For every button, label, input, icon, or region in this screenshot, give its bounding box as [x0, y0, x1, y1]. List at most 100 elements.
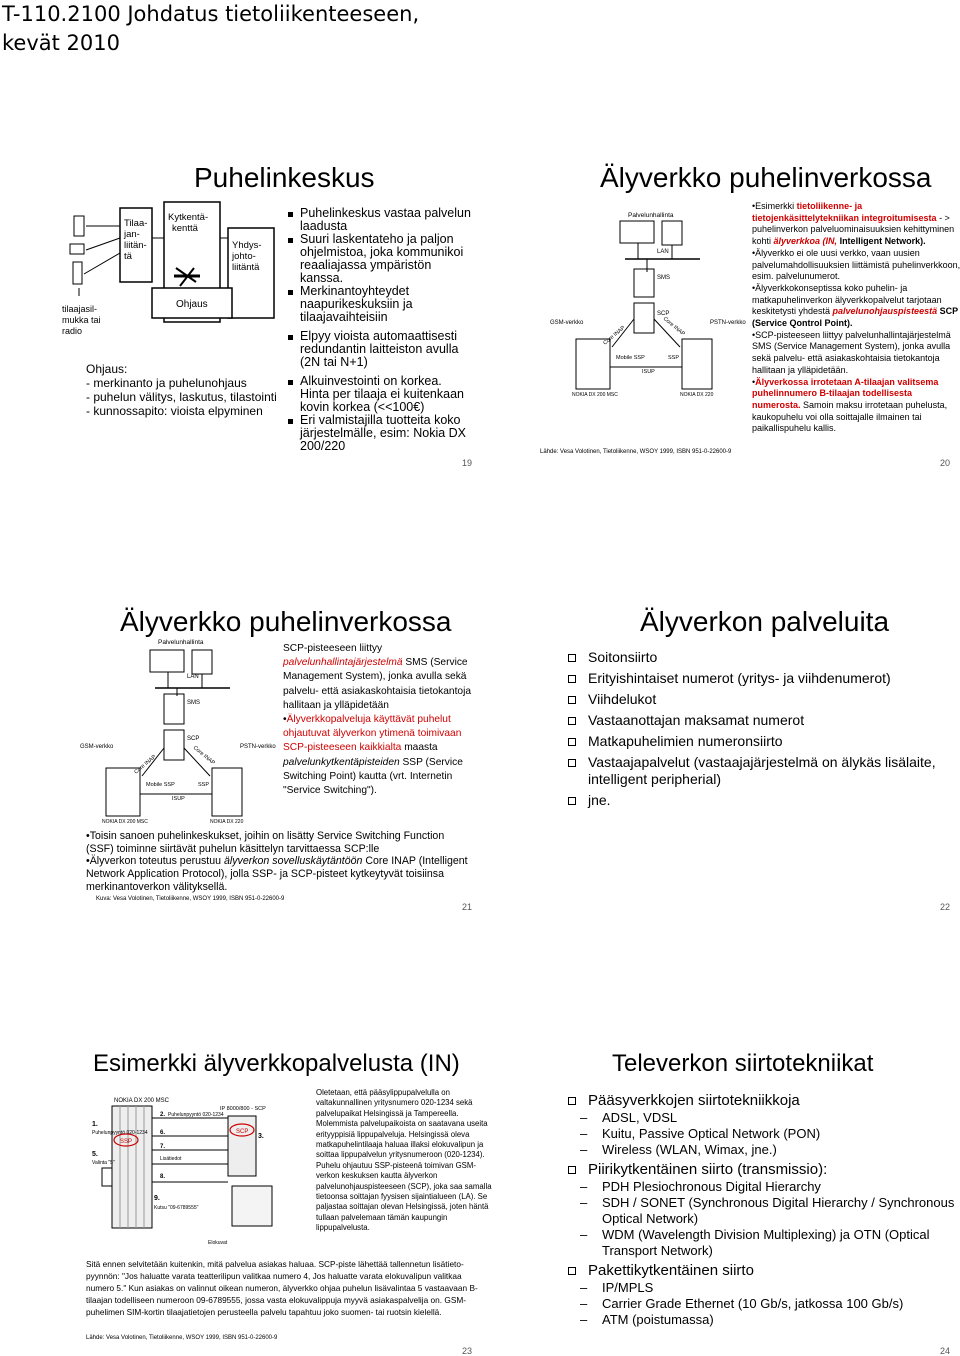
svg-text:SMS: SMS: [657, 275, 670, 281]
page-number: 22: [940, 902, 951, 912]
svg-text:Puhelunpyyntö 020-1234: Puhelunpyyntö 020-1234: [168, 1112, 224, 1118]
control-description: Ohjaus: - merkinanto ja puhelunohjaus - …: [86, 362, 277, 418]
slide-20-text: Esimerkki tietoliikenne- ja tietojenkäsi…: [752, 201, 960, 435]
list-item: Vastaanottajan maksamat numerot: [566, 712, 958, 729]
paragraph: Älyverkkokonseptissa koko puhelin- ja ma…: [752, 283, 960, 330]
svg-text:Core INAP: Core INAP: [662, 316, 686, 338]
svg-text:kenttä: kenttä: [172, 223, 199, 234]
list-item: Piirikytkentäinen siirto (transmissio):: [566, 1161, 956, 1179]
svg-text:mukka tai: mukka tai: [62, 315, 101, 325]
svg-text:Kutsu "09-6789555": Kutsu "09-6789555": [154, 1205, 199, 1211]
svg-text:Palvelunhallinta: Palvelunhallinta: [628, 212, 674, 219]
svg-text:tä: tä: [124, 251, 133, 262]
slide-21-bottom-text: Toisin sanoen puhelinkeskukset, joihin o…: [86, 830, 472, 904]
list-item: jne.: [566, 792, 958, 809]
list-item: Puhelinkeskus vastaa palvelun laadusta: [286, 207, 472, 233]
svg-text:ISUP: ISUP: [172, 796, 185, 802]
list-item: Merkinantoyhteydet naapurikeskuksiin ja …: [286, 285, 472, 324]
exchange-diagram: Tilaa- jan- liitän- tä Kytkentä- kenttä …: [62, 201, 275, 336]
in-service-example-diagram: NOKIA DX 200 MSC IP 8000/800 - SCP SSP S…: [92, 1098, 273, 1246]
svg-text:SCP: SCP: [187, 736, 199, 742]
trunk-interface-label: Yhdys-: [232, 240, 262, 251]
list-item: Suuri laskentateho ja paljon ohjelmistoa…: [286, 233, 472, 285]
operator-image: [231, 1185, 273, 1227]
phone-icon: [101, 1167, 113, 1187]
phone-icon: [69, 215, 85, 296]
svg-text:SCP: SCP: [657, 311, 669, 317]
page-number: 24: [940, 1346, 951, 1356]
svg-text:NOKIA DX 220: NOKIA DX 220: [680, 392, 714, 397]
svg-text:liitäntä: liitäntä: [232, 262, 260, 273]
control-label: Ohjaus: [176, 299, 208, 310]
svg-text:Lisätiedot: Lisätiedot: [160, 1156, 182, 1162]
svg-text:Puhelunpyyntö 020-1234: Puhelunpyyntö 020-1234: [92, 1130, 148, 1136]
paragraph: Älyverkko ei ole uusi verkko, vaan uusie…: [752, 248, 960, 283]
svg-text:IP 8000/800 - SCP: IP 8000/800 - SCP: [220, 1106, 266, 1112]
slide-19-title: Puhelinkeskus: [194, 162, 375, 193]
paragraph: SCP-pisteeseen liittyy palvelunhallintaj…: [752, 330, 960, 377]
slide-24-list: Pääsyverkkojen siirtotekniikkoja ADSL, V…: [566, 1092, 956, 1328]
svg-text:SSP: SSP: [198, 782, 209, 788]
svg-text:SMS: SMS: [187, 700, 200, 706]
slide-21-right-text: SCP-pisteeseen liittyy palvelunhallintaj…: [283, 642, 475, 798]
svg-text:NOKIA DX 220: NOKIA DX 220: [210, 819, 244, 825]
list-item: Alkuinvestointi on korkea. Hinta per til…: [286, 375, 472, 414]
list-item: Soitonsiirto: [566, 649, 958, 666]
slide-23-bottom-text: Sitä ennen selvitetään kuitenkin, mitä p…: [86, 1259, 478, 1317]
svg-text:radio: radio: [62, 326, 82, 336]
svg-text:Mobile SSP: Mobile SSP: [146, 782, 175, 788]
svg-text:2.: 2.: [160, 1112, 165, 1118]
svg-text:GSM-verkko: GSM-verkko: [80, 744, 114, 750]
svg-text:Mobile SSP: Mobile SSP: [616, 355, 645, 361]
svg-text:LAN: LAN: [187, 674, 199, 680]
slide-22-title: Älyverkon palveluita: [640, 606, 890, 637]
svg-text:Valinta "5": Valinta "5": [92, 1160, 115, 1166]
in-network-diagram: Palvelunhallinta LAN SMS SCP Core INAP C…: [80, 639, 276, 825]
svg-text:5.: 5.: [92, 1151, 98, 1158]
list-item: PDH Plesiochronous Digital Hierarchy: [566, 1179, 956, 1195]
page-number: 21: [462, 902, 473, 912]
line-label-1: tilaajasil-: [62, 304, 97, 314]
svg-text:jan-: jan-: [123, 229, 140, 240]
svg-text:Core INAP: Core INAP: [192, 745, 216, 767]
list-item: Viihdelukot: [566, 691, 958, 708]
svg-text:NOKIA DX 200 MSC: NOKIA DX 200 MSC: [572, 392, 618, 397]
svg-text:PSTN-verkko: PSTN-verkko: [240, 744, 276, 750]
list-item: Elpyy vioista automaattisesti redundanti…: [286, 330, 472, 369]
list-item: Pakettikytkentäinen siirto: [566, 1262, 956, 1280]
page-number: 23: [462, 1346, 473, 1356]
svg-text:9.: 9.: [154, 1195, 160, 1202]
svg-text:Elokuvat: Elokuvat: [208, 1240, 228, 1246]
page-number: 19: [462, 458, 473, 468]
in-network-diagram: Palvelunhallinta LAN SMS SCP Core INAP C…: [550, 212, 746, 397]
list-item: ATM (poistumassa): [566, 1312, 956, 1328]
source-note: Lähde: Vesa Volotinen, Tietoliikenne, WS…: [86, 1335, 278, 1341]
svg-text:NOKIA DX 200 MSC: NOKIA DX 200 MSC: [114, 1098, 170, 1104]
list-item: SDH / SONET (Synchronous Digital Hierarc…: [566, 1195, 956, 1227]
slide-22-services: Soitonsiirto Erityishintaiset numerot (y…: [566, 649, 958, 809]
paragraph: Älyverkon toteutus perustuu älyverkon so…: [86, 855, 472, 893]
document-header: T-110.2100 Johdatus tietoliikenteeseen, …: [2, 0, 419, 58]
svg-text:6.: 6.: [160, 1130, 165, 1136]
slide-23-right-text: Oletetaan, että pääsylippupalvelulla on …: [316, 1088, 492, 1233]
svg-text:7.: 7.: [160, 1144, 165, 1150]
list-item: Erityishintaiset numerot (yritys- ja vii…: [566, 670, 958, 687]
list-item: Vastaajapalvelut (vastaajajärjestelmä on…: [566, 754, 958, 788]
source-note: Kuva: Vesa Volotinen, Tietoliikenne, WSO…: [96, 895, 285, 902]
svg-text:SSP: SSP: [120, 1139, 132, 1145]
svg-text:Palvelunhallinta: Palvelunhallinta: [158, 639, 204, 646]
page-number: 20: [940, 458, 951, 468]
svg-text:SSP: SSP: [668, 355, 679, 361]
slide-20-title: Älyverkko puhelinverkossa: [600, 162, 932, 193]
slide-24-title: Televerkon siirtotekniikat: [612, 1050, 874, 1077]
subscriber-interface-l1: Tilaa-: [124, 218, 147, 229]
svg-text:8.: 8.: [160, 1174, 165, 1180]
slide-21-title: Älyverkko puhelinverkossa: [120, 606, 452, 637]
list-item: Eri valmistajilla tuotteita koko järjest…: [286, 414, 472, 453]
course-title: T-110.2100 Johdatus tietoliikenteeseen,: [2, 2, 420, 26]
source-note: Lähde: Vesa Volotinen, Tietoliikenne, WS…: [540, 449, 732, 455]
slide-19-bullets: Puhelinkeskus vastaa palvelun laadusta S…: [286, 207, 472, 453]
slide-23-title: Esimerkki älyverkkopalvelusta (IN): [93, 1050, 460, 1077]
paragraph: Esimerkki tietoliikenne- ja tietojenkäsi…: [752, 201, 960, 248]
list-item: Matkapuhelimien numeronsiirto: [566, 733, 958, 750]
